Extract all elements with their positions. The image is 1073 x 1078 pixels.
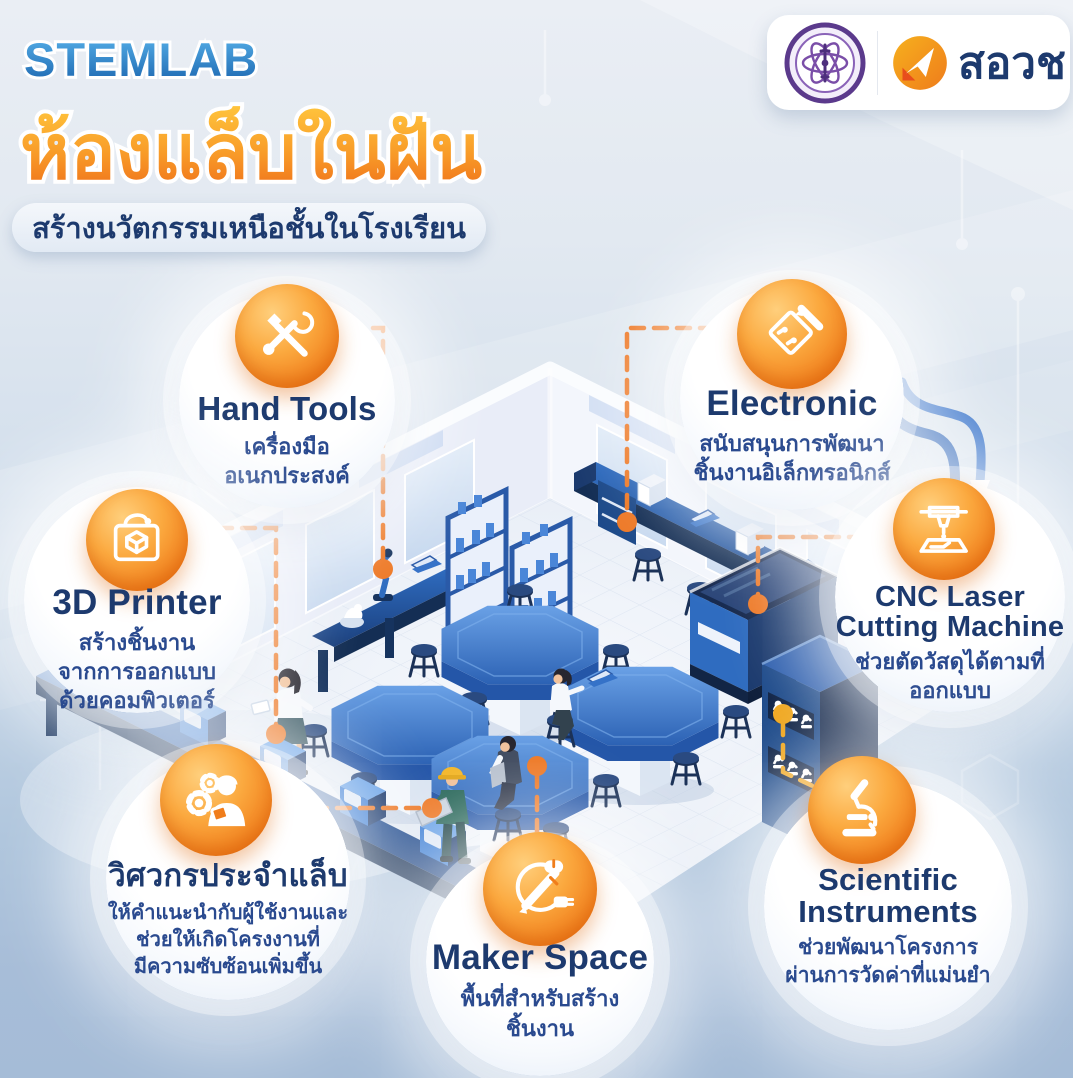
printer-3d-icon <box>86 489 188 591</box>
subtitle-banner-text: สร้างนวัตกรรมเหนือชั้นในโรงเรียน <box>32 212 466 245</box>
connector-cnc <box>755 534 888 599</box>
callout-title: Hand Tools <box>197 390 377 427</box>
callout-title: CNC Laser Cutting Machine <box>835 581 1065 644</box>
callout-subtitle: ช่วยพัฒนาโครงการผ่านการวัดค่าที่แม่นยำ <box>785 936 991 988</box>
connector-dot-electronic <box>617 512 637 532</box>
callout-3d-printer: 3D Printer สร้างชิ้นงานจากการออกแบบด้วยค… <box>24 487 250 713</box>
callout-title: 3D Printer <box>52 583 222 622</box>
page-headline-thai: ห้องแล็บในฝัน <box>20 106 482 195</box>
nxpo-logo-icon <box>893 35 947 90</box>
ipst-emblem <box>784 22 866 103</box>
connector-dot-engineer <box>422 798 442 818</box>
logo-divider <box>877 30 878 95</box>
subtitle-banner: สร้างนวัตกรรมเหนือชั้นในโรงเรียน <box>12 203 486 252</box>
callout-electronic: Electronic สนับสนุนการพัฒนาชิ้นงานอิเล็ก… <box>680 279 904 510</box>
callout-subtitle: สร้างชิ้นงานจากการออกแบบด้วยคอมพิวเตอร์ <box>58 630 216 714</box>
callout-hand-tools: Hand Tools เครื่องมืออเนกประสงค์ <box>179 284 395 508</box>
callout-title: Maker Space <box>431 938 649 977</box>
engineer-gears-icon <box>160 744 272 856</box>
connector-dot-3d-printer <box>266 724 286 744</box>
header: STEMLAB ห้องแล็บในฝัน <box>16 30 486 199</box>
logo-card: สอวช <box>767 15 1070 110</box>
maker-tools-icon <box>483 832 597 946</box>
tools-icon <box>235 284 339 388</box>
callout-scientific-instruments: Scientific Instruments ช่วยพัฒนาโครงการผ… <box>764 756 1012 1030</box>
agency-abbr: สอวช <box>958 38 1066 88</box>
connector-dot-cnc <box>748 594 768 614</box>
person-sitting-laptop <box>544 668 619 748</box>
circuit-pencil-icon <box>737 279 847 389</box>
callout-subtitle: พื้นที่สำหรับสร้างชิ้นงาน <box>460 986 620 1042</box>
connector-dot-hand-tools <box>373 559 393 579</box>
callout-subtitle: ช่วยตัดวัสดุได้ตามที่ออกแบบ <box>855 649 1045 704</box>
callout-subtitle: สนับสนุนการพัฒนาชิ้นงานอิเล็กทรอนิกส์ <box>693 431 891 486</box>
microscope-icon <box>808 756 916 864</box>
connector-scientific <box>780 719 837 799</box>
robot-model <box>340 604 364 628</box>
connector-electronic <box>624 325 739 516</box>
person-sitting-reading <box>489 736 524 842</box>
callout-title: Electronic <box>706 384 878 423</box>
callout-title: Scientific Instruments <box>798 862 978 930</box>
laser-cutter-icon <box>893 478 995 580</box>
callout-title: วิศวกรประจำแล็บ <box>108 858 348 893</box>
connector-dot-maker-space <box>527 756 547 776</box>
callout-subtitle: ให้คำแนะนำกับผู้ใช้งานและช่วยให้เกิดโครง… <box>107 902 349 979</box>
page-title: STEMLAB <box>24 33 258 86</box>
student-tables <box>298 582 752 875</box>
connector-dot-scientific <box>773 704 793 724</box>
callout-cnc-laser: CNC Laser Cutting Machine ช่วยตัดวัสดุได… <box>835 478 1065 712</box>
callout-maker-space: Maker Space พื้นที่สำหรับสร้างชิ้นงาน <box>426 832 654 1076</box>
callout-lab-engineer: วิศวกรประจำแล็บ ให้คำแนะนำกับผู้ใช้งานแล… <box>106 744 350 1000</box>
callout-subtitle: เครื่องมืออเนกประสงค์ <box>224 434 350 489</box>
